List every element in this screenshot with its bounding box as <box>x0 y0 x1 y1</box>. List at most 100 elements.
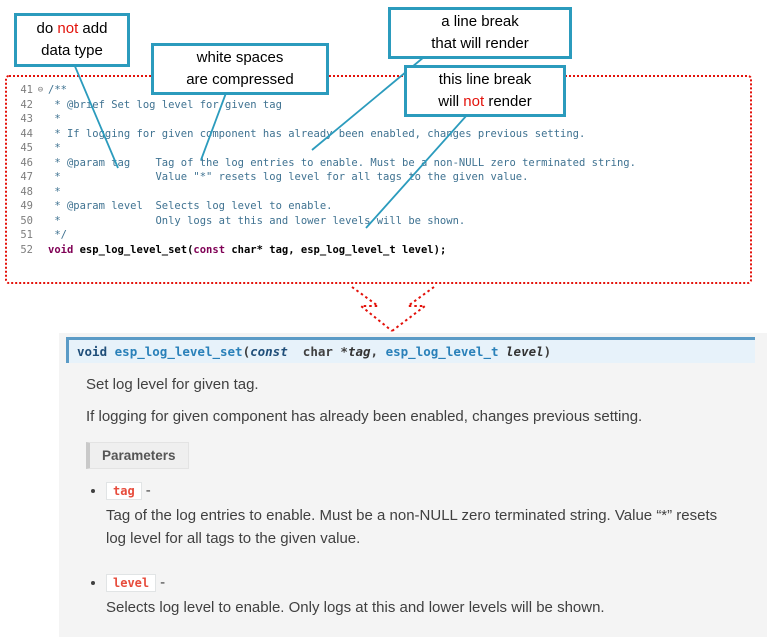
callout-text: data type <box>41 42 103 59</box>
callout-line: a line break <box>441 11 519 33</box>
callout-line: data type <box>41 40 103 62</box>
callout-text: a line break <box>441 13 519 31</box>
callout-text-red: not <box>463 93 485 110</box>
code-text: * @brief Set log level for given tag <box>48 98 282 111</box>
gutter-spacer <box>33 170 48 185</box>
doc-description: If logging for given component has alrea… <box>86 408 643 425</box>
code-text: * <box>48 185 61 198</box>
keyword-const: const <box>193 243 226 256</box>
code-line: 49 * @param level Selects log level to e… <box>7 199 750 214</box>
code-text: * If logging for given component has alr… <box>48 127 586 140</box>
callout-text-red: not <box>57 20 79 38</box>
callout-text: do <box>36 20 58 38</box>
code-line: 51 */ <box>7 228 750 243</box>
line-number: 44 <box>20 127 33 140</box>
parameter-dash: - <box>160 574 166 591</box>
callout-break-norender: this line break will not render <box>404 65 566 117</box>
gutter-spacer <box>33 127 48 142</box>
down-arrow-left-edge <box>351 286 393 332</box>
rendered-doc-panel: void esp_log_level_set(const char *tag, … <box>59 333 767 637</box>
sig-paren: ( <box>242 344 251 359</box>
gutter-spacer <box>33 98 48 113</box>
code-line: 45 * <box>7 141 750 156</box>
callout-no-datatype: do not add data type <box>14 13 130 67</box>
code-editor-panel: 41 ⊖ /** 42 * @brief Set log level for g… <box>5 75 752 284</box>
callout-break-render: a line break that will render <box>388 7 572 59</box>
gutter-spacer <box>33 141 48 156</box>
gutter-spacer <box>33 199 48 214</box>
line-number: 45 <box>20 142 33 154</box>
gutter-spacer <box>33 156 48 171</box>
code-text: * @param level Selects log level to enab… <box>48 200 333 212</box>
code-line: 47 * Value "*" resets log level for all … <box>7 170 750 185</box>
code-line: 46 * @param tag Tag of the log entries t… <box>7 156 750 171</box>
sig-comma: , <box>370 344 386 359</box>
callout-text: white spaces <box>196 49 284 67</box>
code-text: * Value "*" resets log level for all tag… <box>48 171 529 183</box>
line-number: 46 <box>20 156 33 169</box>
line-number: 51 <box>20 229 33 241</box>
callout-text: that will render <box>431 35 529 52</box>
code-text: ( <box>187 243 194 256</box>
code-line: 42 * @brief Set log level for given tag <box>7 98 750 113</box>
line-number: 43 <box>20 113 33 125</box>
sig-keyword-const: const <box>250 344 288 359</box>
code-line: 50 * Only logs at this and lower levels … <box>7 214 750 229</box>
sig-arg-level: level <box>498 344 544 359</box>
code-text: * Only logs at this and lower levels wil… <box>48 214 466 227</box>
code-line: 43 * <box>7 112 750 127</box>
parameter-name: level <box>106 574 157 592</box>
fold-icon[interactable]: ⊖ <box>37 85 44 95</box>
callout-line: that will render <box>431 33 529 55</box>
doc-body: Set log level for given tag. If logging … <box>86 376 767 620</box>
sig-type-link[interactable]: esp_log_level_t <box>385 344 499 359</box>
line-number: 49 <box>20 200 33 212</box>
function-name: esp_log_level_set <box>79 243 188 256</box>
sig-arg-tag: tag <box>347 344 371 359</box>
line-number: 50 <box>20 214 33 227</box>
code-line: 41 ⊖ /** <box>7 83 750 98</box>
parameter-item: tag- Tag of the log entries to enable. M… <box>106 482 767 550</box>
parameter-name: tag <box>106 482 142 500</box>
parameter-list: tag - Tag of the log entries to enable. M… <box>86 482 767 620</box>
code-text: char* tag, esp_log_level_t level); <box>225 243 447 256</box>
callout-text: are compressed <box>186 71 294 88</box>
line-number: 47 <box>20 171 33 183</box>
callout-whitespace: white spaces are compressed <box>151 43 329 95</box>
callout-text: this line break <box>438 71 532 89</box>
gutter-spacer <box>33 185 48 200</box>
callout-text: render <box>484 93 532 110</box>
down-arrow-right-edge <box>391 286 435 332</box>
code-text: * <box>48 113 61 125</box>
code-line: 48 * <box>7 185 750 200</box>
gutter-spacer <box>33 228 48 243</box>
parameter-item: level- Selects log level to enable. Only… <box>106 574 767 620</box>
gutter-spacer <box>33 243 48 258</box>
code-text: * @param tag Tag of the log entries to e… <box>48 156 636 169</box>
sig-function-name-link[interactable]: esp_log_level_set <box>114 344 243 359</box>
code-line-declaration: 52 void esp_log_level_set(const char* ta… <box>7 243 750 258</box>
line-number: 52 <box>20 243 33 256</box>
callout-line: do not add <box>37 18 108 40</box>
gutter-spacer <box>33 112 48 127</box>
code-text: * <box>48 142 61 154</box>
line-number: 48 <box>20 185 33 198</box>
sig-keyword-void: void <box>77 344 115 359</box>
code-line: 44 * If logging for given component has … <box>7 127 750 142</box>
callout-line: are compressed <box>186 69 294 91</box>
callout-line: this line break <box>439 69 532 91</box>
callout-line: will not render <box>438 91 531 113</box>
sig-paren: ) <box>543 344 552 359</box>
keyword-void: void <box>48 243 80 256</box>
sig-type-char: char * <box>287 344 348 359</box>
callout-text: will <box>438 93 464 110</box>
doc-brief: Set log level for given tag. <box>86 376 259 393</box>
code-text: /** <box>48 84 67 96</box>
parameter-description: Tag of the log entries to enable. Must b… <box>106 507 718 547</box>
line-number: 41 <box>20 84 33 96</box>
parameters-label: Parameters <box>86 442 189 469</box>
callout-text: add <box>78 20 108 38</box>
gutter-spacer <box>33 214 48 229</box>
parameter-description: Selects log level to enable. Only logs a… <box>106 599 605 616</box>
line-number: 42 <box>20 98 33 111</box>
